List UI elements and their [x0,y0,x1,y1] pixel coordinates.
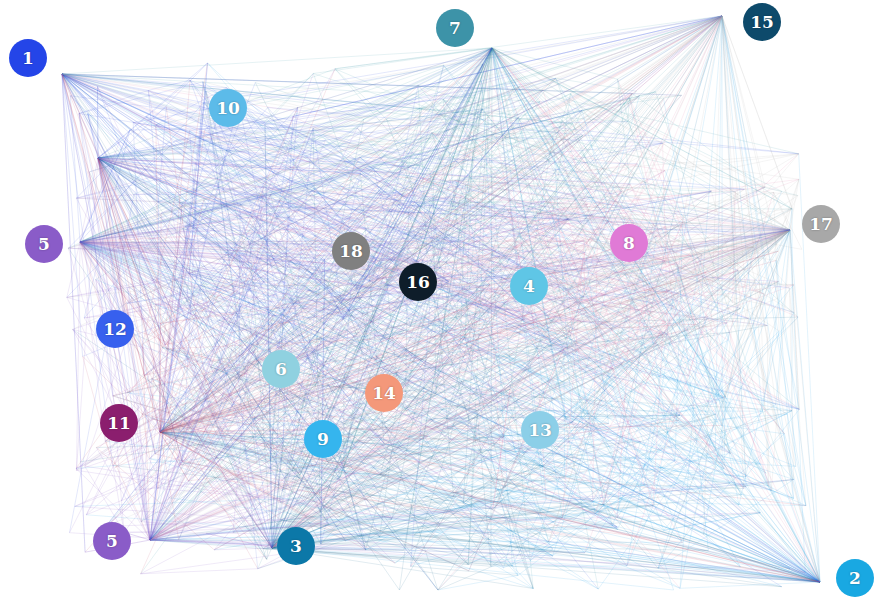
cluster-circle: 7 [436,9,474,47]
cluster-circle: 10 [209,89,247,127]
cluster-number: 8 [623,233,635,253]
cluster-circle: 1 [9,39,47,77]
cluster-circle: 17 [802,205,840,243]
cluster-number: 3 [290,536,302,556]
cluster-number: 6 [275,359,287,379]
cluster-number: 4 [523,276,535,296]
cluster-circle: 2 [836,559,874,597]
cluster-circle: 3 [277,527,315,565]
network-edges [62,16,820,582]
cluster-number: 10 [216,98,240,118]
cluster-circle: 8 [610,224,648,262]
cluster-circle: 13 [521,411,559,449]
cluster-circle: 5 [25,225,63,263]
cluster-number: 11 [107,413,131,433]
cluster-number: 5 [38,234,50,254]
cluster-number: 9 [317,429,329,449]
network-edges [62,16,820,590]
cluster-number: 15 [750,12,774,32]
network-edges [62,16,820,590]
cluster-number: 16 [406,272,430,292]
cluster-number: 17 [809,214,833,234]
cluster-number: 1 [22,48,34,68]
network-edges [62,16,820,582]
cluster-number: 2 [849,568,861,588]
cluster-circle: 6 [262,350,300,388]
cluster-circle: 5 [93,522,131,560]
network-edges [62,16,820,589]
cluster-number: 14 [372,383,396,403]
cluster-circle: 4 [510,267,548,305]
cluster-circle: 16 [399,263,437,301]
cluster-circle: 12 [96,310,134,348]
cluster-circle: 9 [304,420,342,458]
network-edges [62,16,820,582]
cluster-number: 5 [106,531,118,551]
network-edges [62,16,820,590]
cluster-number: 12 [103,319,127,339]
network-edges [62,16,820,590]
cluster-number: 13 [528,420,552,440]
network-edges [62,16,820,582]
network-edges [62,16,820,582]
cluster-number: 7 [449,18,461,38]
cluster-circle: 15 [743,3,781,41]
cluster-circle: 14 [365,374,403,412]
cluster-circle: 11 [100,404,138,442]
cluster-circle: 18 [332,232,370,270]
cluster-number: 18 [339,241,363,261]
